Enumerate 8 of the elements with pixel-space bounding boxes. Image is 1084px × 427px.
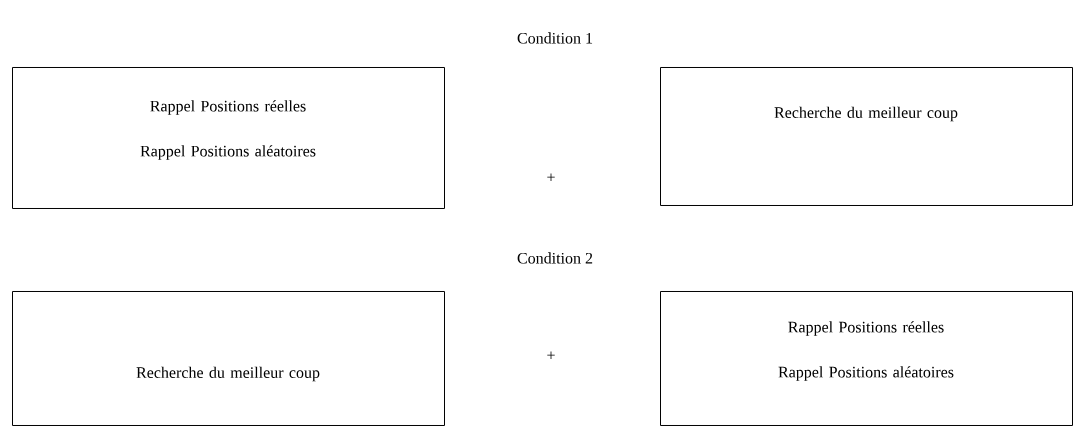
text-box: Recherche du meilleur coup — [660, 67, 1073, 206]
label: Condition 1 — [517, 32, 593, 44]
text-box: Recherche du meilleur coup — [12, 291, 445, 426]
text-box: Rappel Positions réelles Rappel Positions aléatoires — [12, 67, 445, 209]
label: Condition 2 — [517, 252, 593, 264]
label: + — [547, 173, 555, 181]
label: + — [547, 351, 555, 359]
text-box: Rappel Positions réelles Rappel Positions aléatoires — [660, 291, 1073, 426]
